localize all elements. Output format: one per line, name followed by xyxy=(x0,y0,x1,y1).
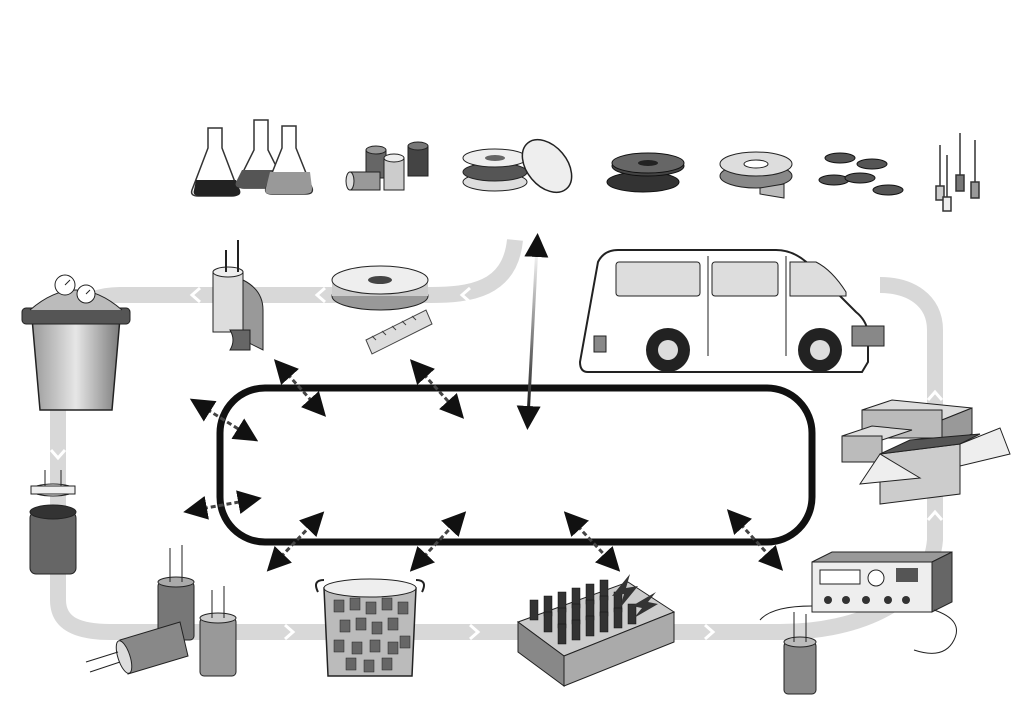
lead-wires-icon xyxy=(935,133,980,212)
delivery-van-icon xyxy=(578,249,885,373)
packing-boxes-icon xyxy=(841,399,1011,505)
sealing-assembly-icon xyxy=(29,470,77,575)
foil-rolls-icon xyxy=(462,138,573,194)
tested-capacitor-icon xyxy=(783,612,817,695)
arrow-6 xyxy=(266,511,325,572)
arrow-2 xyxy=(409,359,465,419)
chemical-flasks-icon xyxy=(190,119,314,197)
exchange-arrows xyxy=(183,233,784,572)
arrow-1 xyxy=(273,359,327,417)
arrow-3 xyxy=(516,233,549,430)
disc-caps-icon xyxy=(818,152,904,196)
arrow-4 xyxy=(189,398,259,442)
tape-roll-icon xyxy=(719,151,793,199)
winding-element-icon xyxy=(212,240,264,351)
impregnation-tank-icon xyxy=(21,274,131,411)
aging-basket-icon xyxy=(315,578,425,677)
arrow-5 xyxy=(183,490,262,520)
finished-capacitors-icon xyxy=(85,545,237,677)
aging-rack-icon xyxy=(516,574,676,687)
foil-slitting-tape-icon xyxy=(331,265,433,355)
arrow-9 xyxy=(726,509,784,571)
central-loop xyxy=(216,384,816,546)
cylinder-cans-icon xyxy=(345,141,429,191)
dark-foil-roll-icon xyxy=(606,152,685,193)
arrow-8 xyxy=(563,511,621,572)
arrow-7 xyxy=(409,511,467,572)
electrical-tester-icon xyxy=(759,551,957,654)
